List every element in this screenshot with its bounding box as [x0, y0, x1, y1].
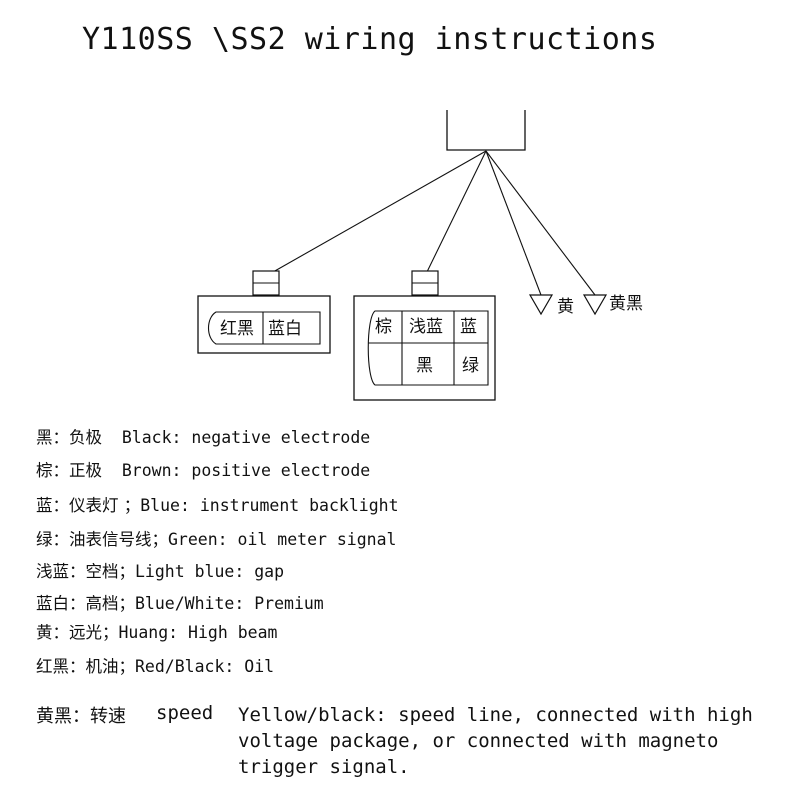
- left-connector: 红黑 蓝白: [197, 270, 331, 354]
- right-connector-cell: 蓝: [460, 317, 477, 337]
- yellow-terminal-icon: [528, 294, 554, 316]
- page-title: Y110SS \SS2 wiring instructions: [82, 22, 658, 57]
- legend-row: 绿：油表信号线；Green: oil meter signal: [36, 530, 397, 549]
- right-connector: 棕 浅蓝 蓝 黑 绿: [353, 270, 496, 401]
- legend-row: 棕：正极 Brown: positive electrode: [36, 461, 371, 480]
- speed-chinese-label: 黄黑：转速: [36, 706, 126, 727]
- right-connector-cell: 浅蓝: [409, 317, 443, 337]
- legend-row: 红黑：机油；Red/Black: Oil: [36, 657, 275, 676]
- wire-yellow: [485, 150, 542, 296]
- source-device: [446, 110, 526, 151]
- yellow-black-terminal-icon: [582, 294, 608, 316]
- legend-row: 黄：远光；Huang: High beam: [36, 623, 278, 642]
- right-connector-cell: 黑: [416, 356, 433, 376]
- wire-to-left-connector: [265, 150, 487, 277]
- speed-description: Yellow/black: speed line, connected with…: [238, 704, 753, 778]
- right-connector-cell: 棕: [375, 317, 392, 337]
- legend-row: 浅蓝：空档；Light blue: gap: [36, 562, 285, 581]
- wire-to-right-connector: [424, 150, 487, 277]
- legend-row: 蓝：仪表灯 ；Blue: instrument backlight: [36, 496, 399, 515]
- left-connector-cell: 红黑: [220, 319, 254, 339]
- legend-row: 黑：负极 Black: negative electrode: [36, 428, 371, 447]
- left-connector-cell: 蓝白: [268, 319, 302, 339]
- right-connector-cell: 绿: [462, 356, 479, 376]
- yellow-terminal-label: 黄: [557, 297, 574, 317]
- speed-keyword: speed: [156, 702, 214, 724]
- yellow-black-terminal-label: 黄黑: [609, 294, 643, 314]
- legend-row: 蓝白：高档；Blue/White: Premium: [36, 594, 324, 613]
- wire-yellow-black: [485, 150, 596, 296]
